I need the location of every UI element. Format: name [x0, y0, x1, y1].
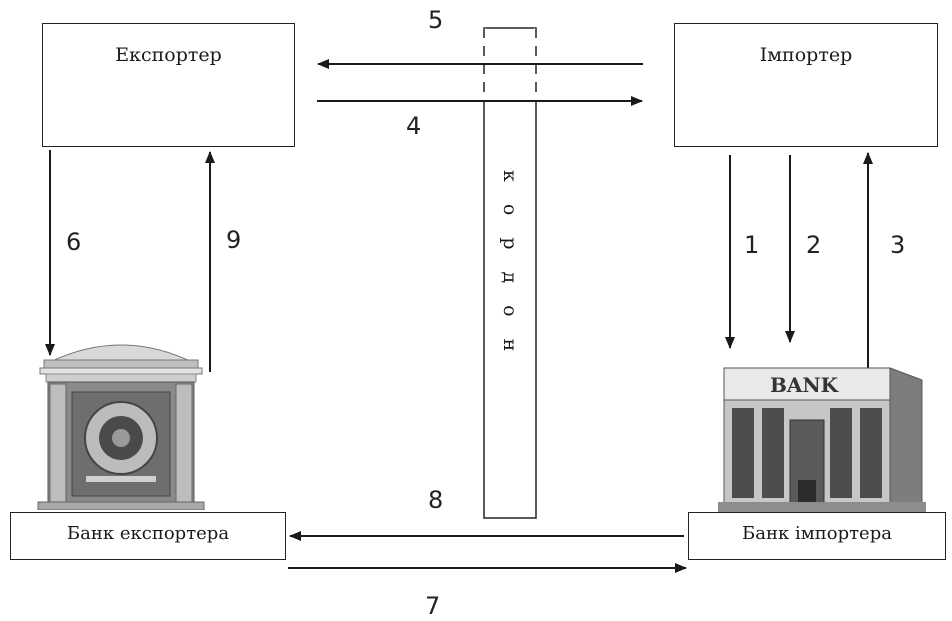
importer-box: Імпортер — [674, 23, 938, 147]
importer-label: Імпортер — [759, 44, 853, 66]
importer-bank-label: Банк імпортера — [742, 523, 892, 544]
importer-bank-box: Банк імпортера — [688, 512, 946, 560]
flow-number-2: 2 — [806, 231, 822, 259]
border-text: кордон — [499, 170, 521, 374]
border-strip — [482, 27, 538, 519]
flow-number-9: 9 — [226, 226, 242, 254]
exporter-label: Експортер — [115, 44, 222, 66]
flow-number-7: 7 — [425, 592, 441, 620]
exporter-bank-building-icon — [37, 344, 205, 510]
flow-number-4: 4 — [406, 112, 422, 140]
border-label: кордон — [484, 170, 536, 373]
flow-number-3: 3 — [890, 231, 906, 259]
importer-bank-building-icon: BANK — [718, 367, 926, 512]
flow-number-1: 1 — [744, 231, 760, 259]
bank-sign: BANK — [770, 373, 839, 397]
flow-number-6: 6 — [66, 228, 82, 256]
flow-number-8: 8 — [428, 486, 444, 514]
flow-number-5: 5 — [428, 6, 444, 34]
exporter-bank-box: Банк експортера — [10, 512, 286, 560]
exporter-bank-label: Банк експортера — [66, 523, 230, 544]
exporter-box: Експортер — [42, 23, 295, 147]
